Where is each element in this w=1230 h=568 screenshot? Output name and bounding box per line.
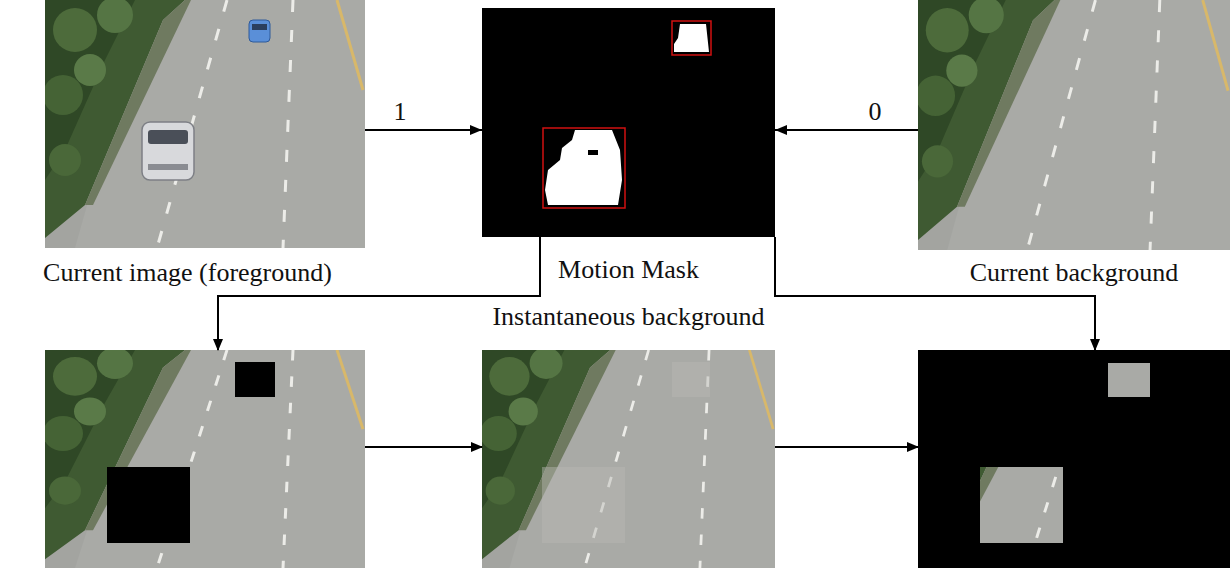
arrowhead	[775, 125, 787, 135]
connector-arrow	[365, 125, 482, 135]
edge-label: 1	[391, 98, 410, 126]
connector-line	[775, 237, 1095, 350]
image-panel: Instantaneous background	[482, 302, 775, 568]
caption-row: Instantaneous background	[482, 302, 775, 332]
connector-line	[218, 237, 540, 350]
arrow	[775, 446, 918, 448]
caption: Instantaneous background	[489, 302, 767, 332]
connector-line	[775, 129, 918, 131]
image-panel: Current background	[918, 0, 1230, 288]
connector-line	[365, 129, 482, 131]
mask-panel: Motion Mask	[482, 8, 775, 285]
arrowhead	[470, 125, 482, 135]
caption: Current background	[967, 258, 1182, 288]
car	[142, 122, 194, 180]
connector-arrow	[775, 125, 918, 135]
arrow	[365, 446, 482, 448]
image-panel: Current image (foreground)	[10, 0, 365, 288]
caption: Current image (foreground)	[40, 258, 335, 288]
caption-row: Motion Mask	[482, 255, 775, 285]
caption-row: Current image (foreground)	[10, 258, 365, 288]
caption: Motion Mask	[555, 255, 702, 285]
edge-label: 0	[866, 98, 885, 126]
car	[249, 20, 270, 42]
caption-row: Current background	[918, 258, 1230, 288]
